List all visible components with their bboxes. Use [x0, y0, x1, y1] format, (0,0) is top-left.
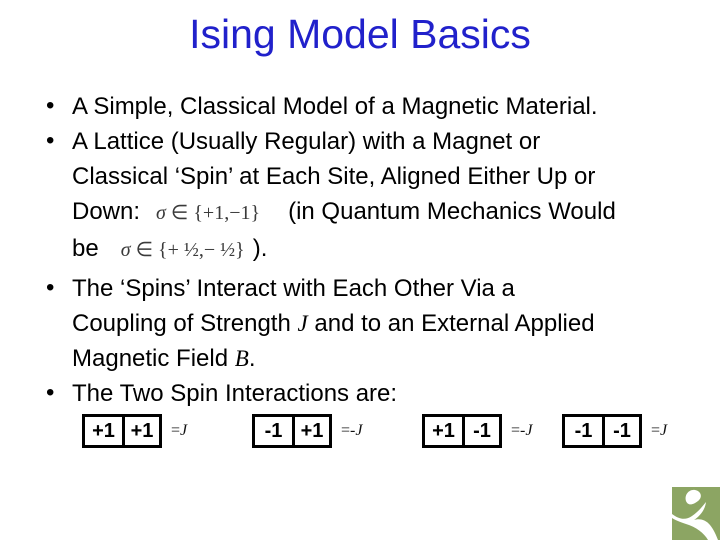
- body-line: A Simple, Classical Model of a Magnetic …: [72, 93, 598, 120]
- spin-pair-box: +1 +1: [82, 414, 162, 448]
- spin-cell-left: +1: [92, 419, 115, 442]
- spin-result-label: =-J: [341, 422, 363, 439]
- inline-math-sigma-half-set: σ ∈ {+ ½,− ½}: [120, 239, 245, 261]
- body-text: Magnetic Field: [72, 345, 235, 372]
- body-line: Down: σ ∈ {+1,−1} (in Quantum Mechanics Wo…: [72, 194, 720, 231]
- bullet-item-1: • A Simple, Classical Model of a Magneti…: [0, 89, 720, 124]
- spin-pair-box: +1 -1: [422, 414, 502, 448]
- spin-result-label: =J: [651, 422, 668, 439]
- variable-J: J: [297, 311, 308, 336]
- spin-pair-3: +1 -1 =-J: [422, 414, 532, 448]
- body-line: Magnetic Field B.: [72, 341, 720, 376]
- body-line: Coupling of Strength J and to an Externa…: [72, 306, 720, 341]
- spin-pair-4: -1 -1 =J: [562, 414, 667, 448]
- spin-pair-2: -1 +1 =-J: [252, 414, 362, 448]
- spin-cell-left: -1: [264, 419, 283, 442]
- body-text: and to an External Applied: [307, 310, 595, 337]
- spin-cell-left: -1: [574, 419, 593, 442]
- body-text: .: [248, 345, 256, 372]
- spin-cell-right: -1: [602, 417, 639, 445]
- spin-result-label: =-J: [511, 422, 533, 439]
- bullet-marker: •: [46, 92, 55, 119]
- spin-cell-right: -1: [462, 417, 499, 445]
- bullet-marker: •: [46, 379, 55, 406]
- spin-cell-left: +1: [432, 419, 455, 442]
- page-title: Ising Model Basics: [189, 11, 531, 57]
- body-line: The Two Spin Interactions are:: [72, 380, 398, 407]
- bullet-marker: •: [46, 274, 55, 301]
- body-text: (in Quantum Mechanics Would: [288, 198, 616, 225]
- green-swoosh-logo-icon: [672, 487, 720, 540]
- bullet-item-3: • The ‘Spins’ Interact with Each Other V…: [0, 271, 720, 376]
- spin-cell-right: +1: [292, 417, 329, 445]
- variable-B: B: [234, 346, 249, 371]
- body-line: Classical ‘Spin’ at Each Site, Aligned E…: [72, 163, 596, 190]
- body-text: be: [72, 235, 99, 262]
- spin-pair-1: +1 +1 =J: [82, 414, 187, 448]
- spin-cell-right: +1: [122, 417, 159, 445]
- spin-interactions-row: +1 +1 =J -1 +1 =-J +1 -1 =-J -1 -1 =J: [0, 414, 720, 450]
- spin-pair-box: -1 +1: [252, 414, 332, 448]
- body-text: ).: [252, 235, 268, 262]
- bullet-item-4: • The Two Spin Interactions are:: [0, 376, 720, 411]
- body-line: A Lattice (Usually Regular) with a Magne…: [72, 128, 541, 155]
- spin-pair-box: -1 -1: [562, 414, 642, 448]
- spin-result-label: =J: [171, 422, 188, 439]
- body-line: be σ ∈ {+ ½,− ½}).: [72, 231, 720, 268]
- body-text: Coupling of Strength: [72, 310, 298, 337]
- inline-math-sigma-set: σ ∈ {+1,−1}: [156, 202, 261, 224]
- body-line: The ‘Spins’ Interact with Each Other Via…: [72, 275, 515, 302]
- bullet-item-2: • A Lattice (Usually Regular) with a Mag…: [0, 124, 720, 268]
- body-text: Down:: [72, 198, 141, 225]
- bullet-marker: •: [46, 127, 55, 154]
